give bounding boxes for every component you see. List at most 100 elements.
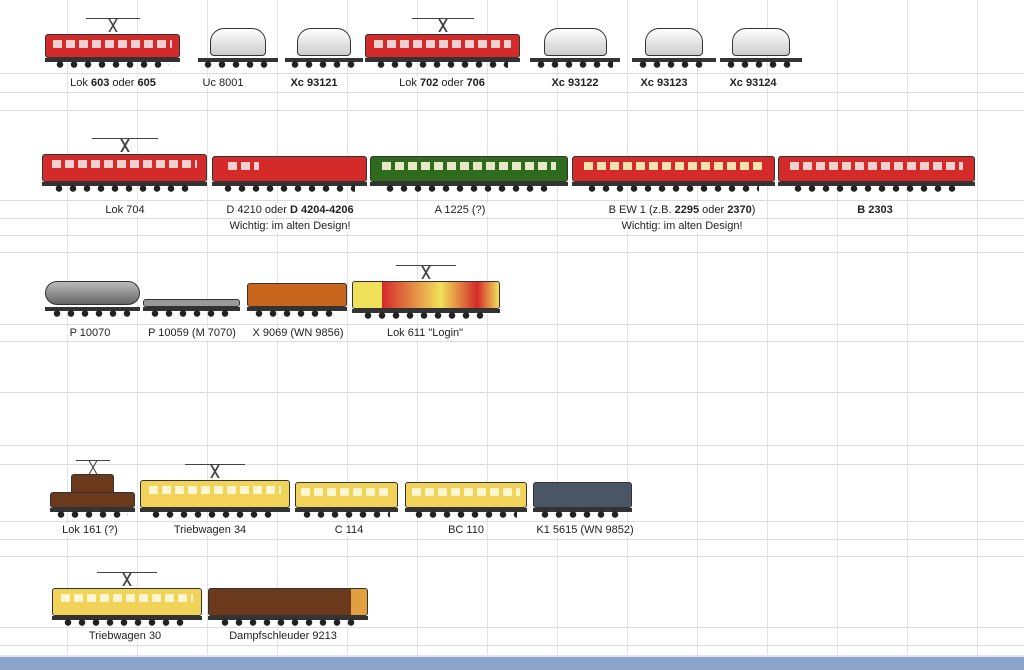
vehicle-part	[385, 185, 553, 192]
row-line	[0, 324, 1024, 325]
row-line	[0, 627, 1024, 628]
row-line	[0, 92, 1024, 93]
vehicle-part	[42, 154, 207, 182]
silo-wagon-image[interactable]	[198, 28, 278, 68]
label-lok-704: Lok 704	[103, 204, 147, 216]
label-p-10059: P 10059 (M 7070)	[146, 327, 238, 339]
vehicle-part	[352, 281, 500, 309]
vehicle-part	[61, 594, 193, 602]
label-c-114: C 114	[332, 524, 366, 536]
label-xc-93122: Xc 93122	[549, 77, 601, 89]
vehicle-part	[50, 508, 135, 512]
vehicle-part	[533, 508, 632, 512]
vehicle-part	[150, 310, 233, 317]
vehicle-part	[632, 58, 716, 62]
vehicle-part	[75, 460, 110, 474]
coach-c114-image[interactable]	[295, 476, 398, 518]
note-old-design: Wichtig: im alten Design!	[227, 220, 353, 232]
coach-bc110-image[interactable]	[405, 476, 527, 518]
vehicle-part	[291, 61, 357, 68]
vehicle-part	[212, 182, 367, 186]
vehicle-part	[55, 61, 170, 68]
row-line	[0, 200, 1024, 201]
label-triebwagen-30: Triebwagen 30	[86, 630, 164, 642]
silo-wagon-image[interactable]	[632, 28, 716, 68]
row-line	[0, 73, 1024, 74]
label-b-ew1: B EW 1 (z.B. 2295 oder 2370)	[606, 204, 758, 216]
row-line	[0, 392, 1024, 393]
railcar-34-image[interactable]	[140, 464, 290, 518]
tank-wagon-image[interactable]	[45, 277, 140, 317]
vehicle-part	[50, 492, 135, 508]
label-xc-93123: Xc 93123	[638, 77, 690, 89]
row-line	[0, 645, 1024, 646]
railcar-30-image[interactable]	[52, 572, 202, 626]
vehicle-part	[52, 588, 202, 616]
label-lok-611: Lok 611 "Login"	[384, 327, 466, 339]
vehicle-part	[301, 488, 392, 496]
silo-wagon-image[interactable]	[530, 28, 620, 68]
vehicle-part	[412, 488, 520, 496]
vehicle-part	[255, 310, 339, 317]
spreadsheet-grid[interactable]: Lok 603 oder 605 Uc 8001 Xc 93121 Lok 70…	[0, 0, 1024, 655]
vehicle-part	[533, 482, 632, 508]
label-lok-702: Lok 702 oder 706	[397, 77, 487, 89]
label-xc-93124: Xc 93124	[727, 77, 779, 89]
coach-bew1-image[interactable]	[572, 150, 775, 192]
label-lok-603: Lok 603 oder 605	[68, 77, 158, 89]
flat-wagon-image[interactable]	[143, 277, 240, 317]
vehicle-part	[247, 307, 347, 311]
vehicle-part	[143, 307, 240, 311]
vehicle-part	[572, 182, 775, 186]
vehicle-part	[45, 281, 140, 305]
baggage-car-image[interactable]	[212, 150, 367, 192]
vehicle-part	[588, 185, 759, 192]
vehicle-part	[303, 511, 390, 518]
vehicle-part	[140, 480, 290, 508]
locomotive-login-image[interactable]	[352, 265, 500, 319]
locomotive-image[interactable]	[365, 18, 520, 68]
vehicle-part	[208, 616, 368, 620]
vehicle-part	[537, 61, 613, 68]
row-line	[0, 521, 1024, 522]
vehicle-part	[381, 162, 557, 170]
label-b-2303: B 2303	[855, 204, 895, 216]
vehicle-part	[55, 185, 194, 192]
locomotive-161-image[interactable]	[50, 460, 135, 518]
boxcar-k1-image[interactable]	[533, 476, 632, 518]
vehicle-part	[227, 162, 259, 170]
label-k1-5615: K1 5615 (WN 9852)	[534, 524, 636, 536]
vehicle-part	[374, 40, 511, 48]
vehicle-part	[540, 511, 625, 518]
vehicle-part	[414, 511, 518, 518]
label-a-1225: A 1225 (?)	[432, 204, 488, 216]
vehicle-part	[220, 619, 356, 626]
vehicle-part	[377, 61, 508, 68]
row-line	[0, 235, 1024, 236]
vehicle-part	[42, 182, 207, 186]
silo-wagon-image[interactable]	[285, 28, 363, 68]
row-line	[0, 445, 1024, 446]
vehicle-part	[53, 40, 172, 48]
row-line	[0, 218, 1024, 219]
vehicle-part	[789, 162, 964, 170]
vehicle-part	[45, 307, 140, 311]
coach-b2303-image[interactable]	[778, 150, 975, 192]
vehicle-part	[726, 61, 796, 68]
row-line	[0, 464, 1024, 465]
locomotive-image[interactable]	[42, 138, 207, 192]
coach-a1225-image[interactable]	[370, 150, 568, 192]
steam-snowplow-image[interactable]	[208, 582, 368, 626]
vehicle-part	[638, 61, 710, 68]
label-triebwagen-34: Triebwagen 34	[171, 524, 249, 536]
vehicle-part	[365, 58, 520, 62]
vehicle-part	[149, 486, 281, 494]
silo-wagon-image[interactable]	[720, 28, 802, 68]
boxcar-image[interactable]	[247, 277, 347, 317]
vehicle-part	[45, 58, 180, 62]
vehicle-part	[185, 464, 245, 478]
vehicle-part	[295, 508, 398, 512]
locomotive-image[interactable]	[45, 18, 180, 68]
vehicle-part	[56, 511, 129, 518]
vehicle-part	[285, 58, 363, 62]
